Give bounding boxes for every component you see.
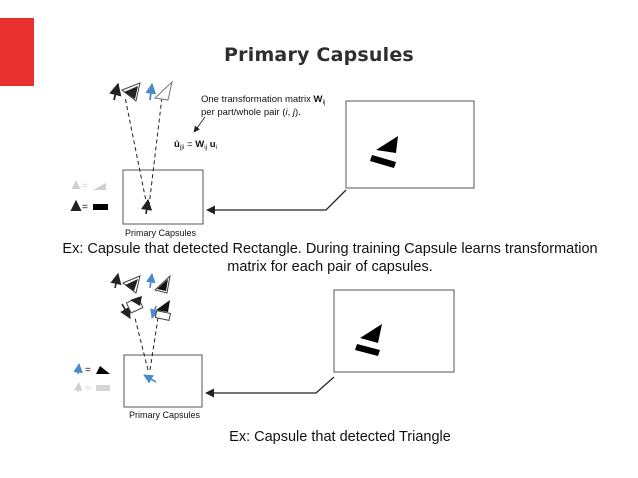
caption-bottom: Ex: Capsule that detected Triangle: [229, 429, 451, 445]
annotation-pointer: [193, 116, 206, 133]
legend-rectangle-active: =: [70, 199, 108, 213]
input-image-frame-bottom: [333, 289, 455, 373]
predicted-part-row2-left: [120, 296, 144, 319]
activation-arrow-bottom: [143, 374, 157, 384]
input-arrow-bottom: [205, 376, 335, 398]
predicted-part-right: [145, 80, 173, 101]
activation-arrow: [141, 198, 153, 215]
prediction-line-right-bottom: [149, 317, 159, 371]
predicted-part-row1-right: [146, 273, 171, 294]
accent-bar: [0, 18, 34, 86]
predicted-part-row1-left: [110, 272, 141, 294]
predicted-part-left: [109, 82, 141, 102]
legend-triangle-muted: =: [71, 180, 106, 192]
svg-text:=: =: [82, 181, 88, 192]
svg-text:=: =: [85, 383, 91, 394]
annotation-line-2: per part/whole pair (i, j).: [201, 107, 301, 118]
bottom-box-label: Primary Capsules: [129, 410, 201, 420]
top-box-label: Primary Capsules: [125, 228, 197, 238]
primary-capsules-box: [122, 169, 204, 225]
prediction-line-left-bottom: [134, 317, 149, 371]
input-arrow: [206, 189, 347, 215]
prediction-line-right: [148, 96, 163, 207]
legend-triangle-active-bottom: =: [73, 363, 110, 376]
annotation-line-1: One transformation matrix Wij: [201, 94, 325, 106]
prediction-line-left: [124, 96, 148, 207]
top-diagram: One transformation matrix Wij per part/w…: [70, 80, 475, 238]
svg-text:=: =: [82, 202, 88, 213]
input-image-frame: [345, 100, 475, 189]
svg-text:=: =: [85, 365, 91, 376]
legend-rectangle-muted-bottom: =: [73, 382, 110, 394]
primary-capsules-box-bottom: [123, 354, 203, 408]
bottom-diagram: = = Primary Capsules: [73, 272, 455, 420]
predicted-part-row2-right: [150, 300, 172, 321]
boat-shape: [370, 136, 398, 168]
caption-top: Ex: Capsule that detected Rectangle. Dur…: [62, 241, 598, 275]
boat-shape-bottom: [355, 324, 382, 356]
formula: ûj|i = Wij ui: [174, 139, 217, 151]
slide-title: Primary Capsules: [224, 44, 414, 66]
